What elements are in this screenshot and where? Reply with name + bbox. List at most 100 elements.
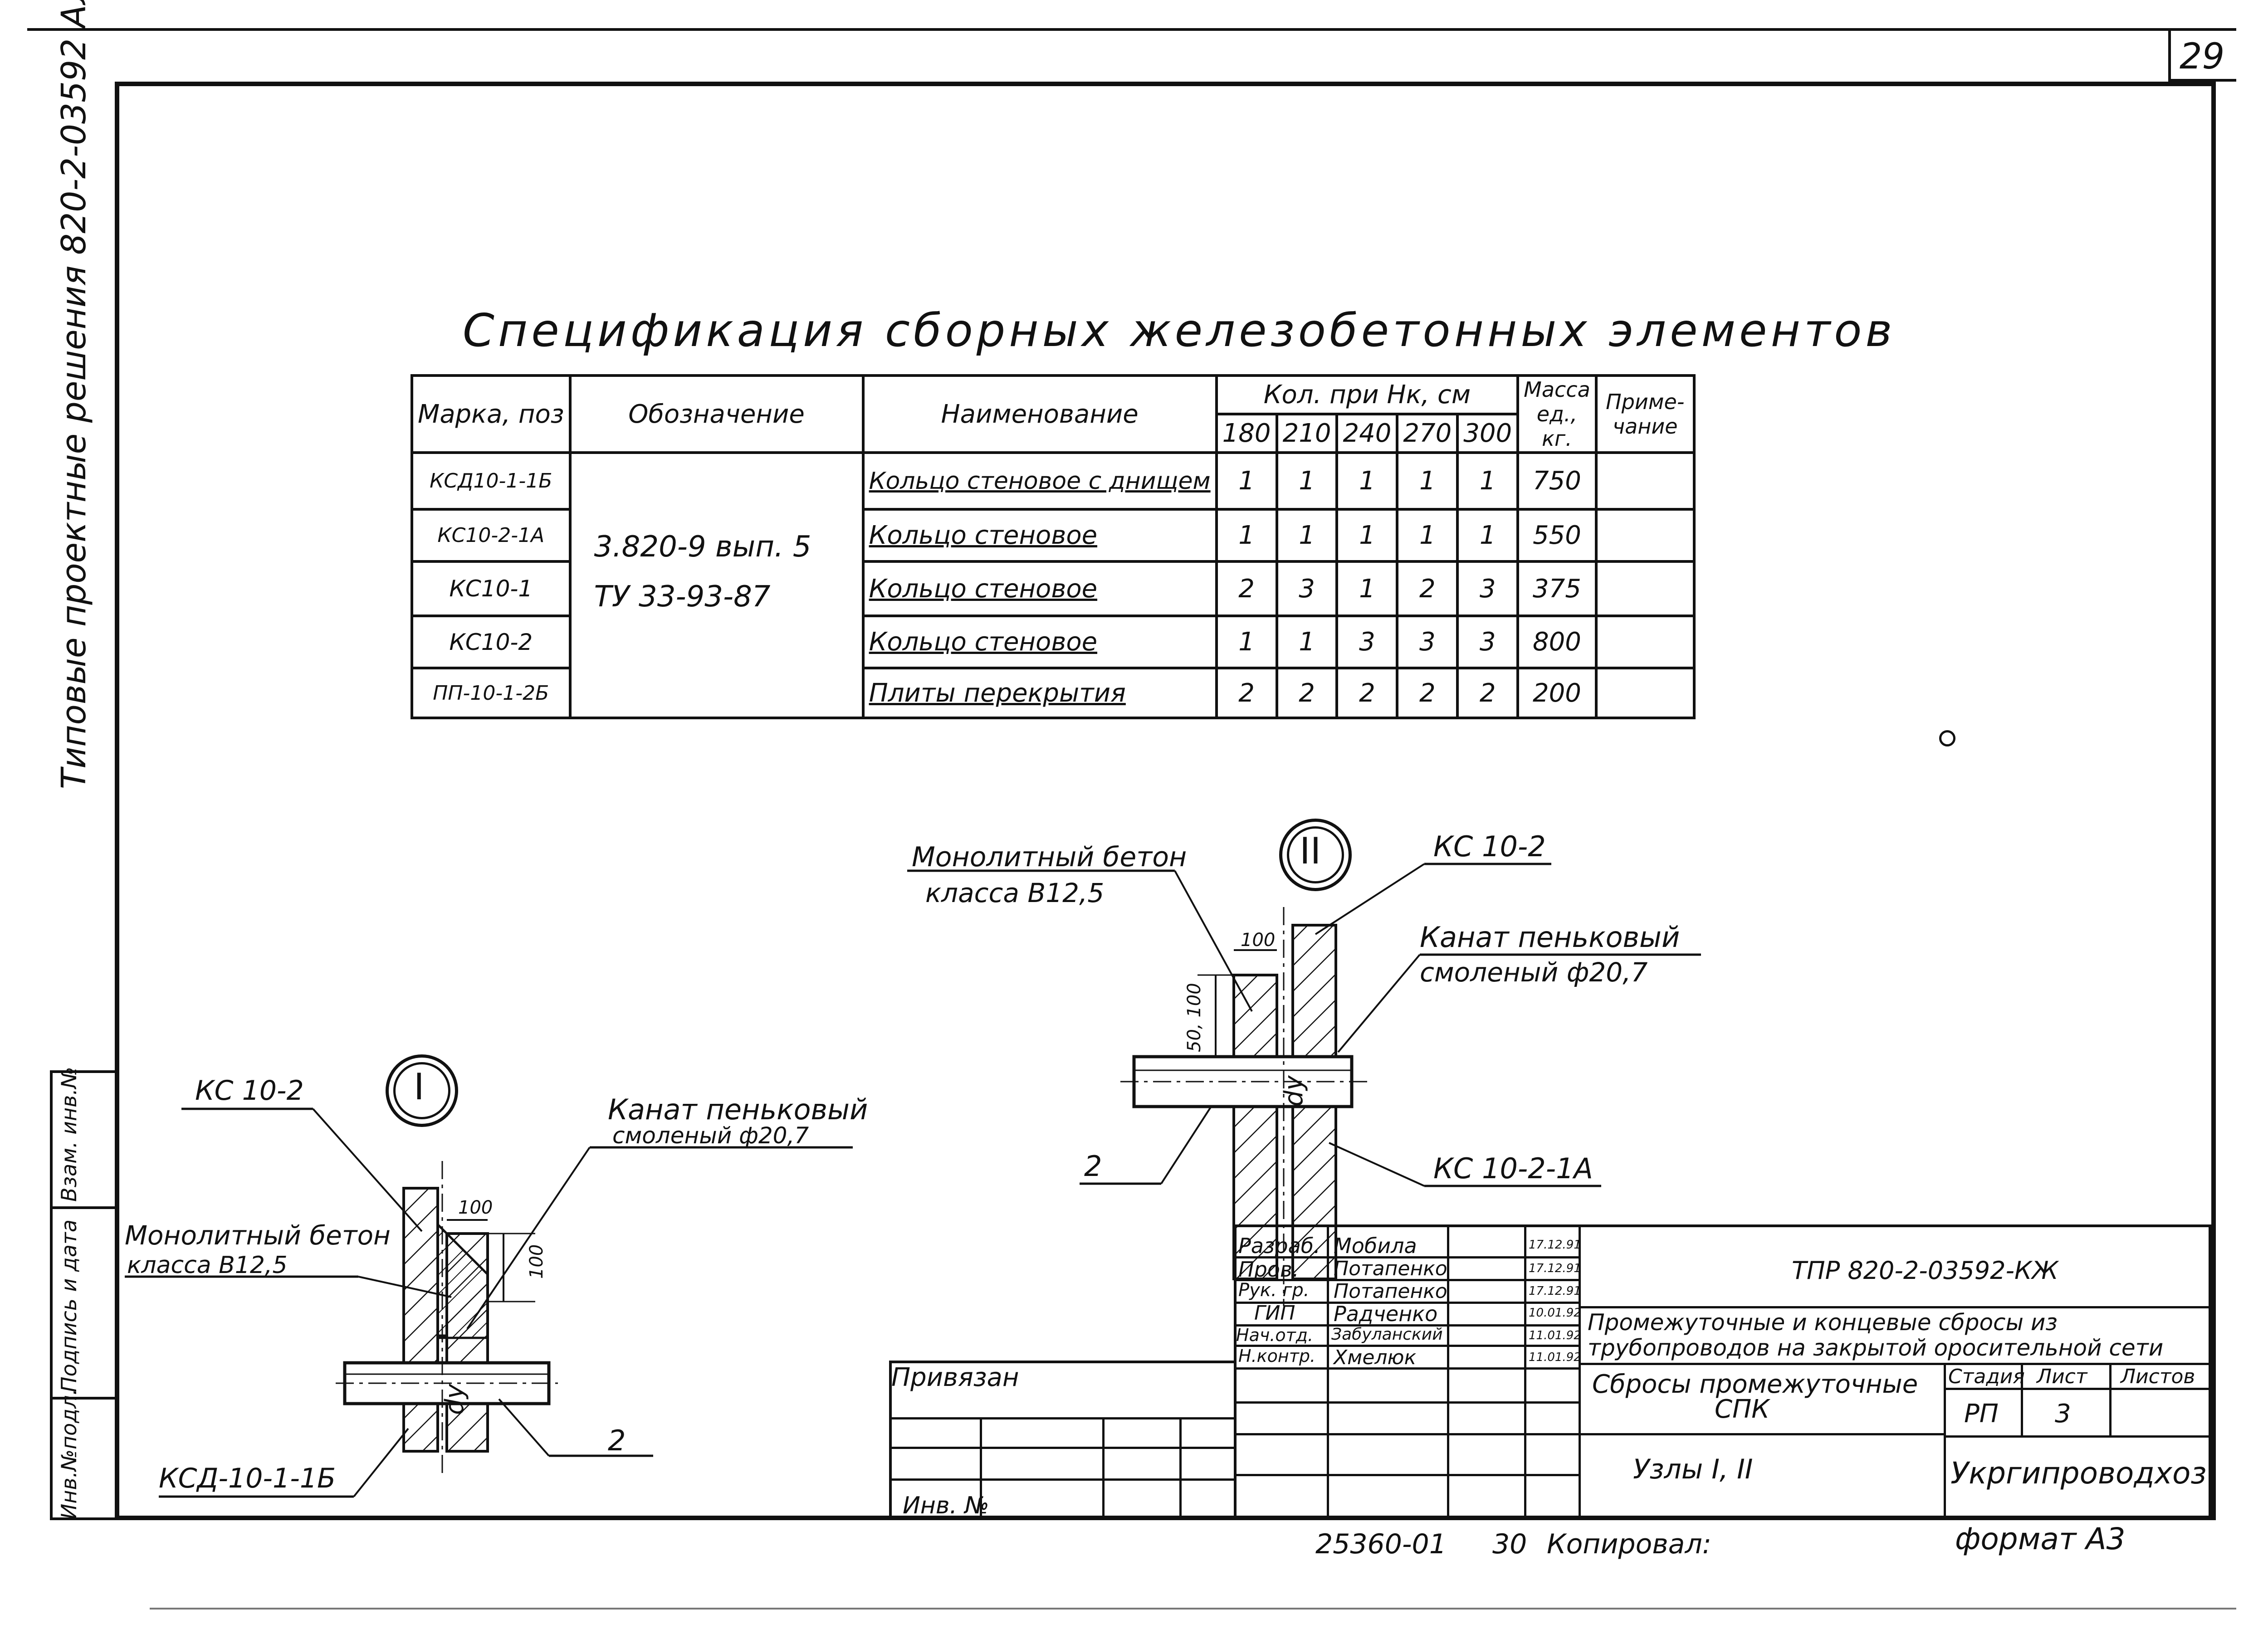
cell-name: Кольцо стеновое с днищем	[861, 451, 1218, 511]
tb-line	[980, 1417, 982, 1520]
cell-mark: КС10-2-1А	[411, 508, 572, 563]
cell-qty: 3	[1456, 560, 1520, 617]
tb-sheet-title1: Сбросы промежуточные	[1592, 1370, 1918, 1399]
node1-geometry	[125, 1107, 853, 1498]
cell-qty: 1	[1456, 451, 1520, 511]
bottom-rule	[150, 1608, 2236, 1610]
tb-line	[2021, 1363, 2023, 1435]
stamp-column	[50, 1070, 118, 1520]
cell-note	[1594, 451, 1696, 511]
tb-stage: РП	[1964, 1399, 1999, 1429]
page-number: 29	[2180, 36, 2225, 77]
cell-note	[1594, 508, 1696, 563]
node1-dy: dy	[440, 1384, 469, 1415]
tb-date: 17.12.91	[1529, 1262, 1581, 1275]
cell-note	[1594, 615, 1696, 669]
th-h210: 210	[1275, 413, 1339, 454]
th-h240: 240	[1335, 413, 1399, 454]
cell-designation: 3.820-9 вып. 5 ТУ 33-93-87	[568, 451, 865, 719]
spec-title: Спецификация сборных железобетонных элем…	[463, 304, 1896, 357]
node1-rope1: Канат пеньковый	[608, 1093, 868, 1126]
tb-role: ГИП	[1254, 1302, 1295, 1325]
tb-signer-name: Потапенко	[1334, 1280, 1447, 1303]
node1-concrete2: класса В12,5	[127, 1252, 288, 1279]
cell-qty: 1	[1275, 451, 1339, 511]
tb-date: 10.01.92	[1529, 1306, 1581, 1320]
tb-line	[1179, 1417, 1182, 1520]
cell-qty: 1	[1335, 560, 1399, 617]
cell-qty: 1	[1396, 451, 1459, 511]
node1-roman: I	[414, 1066, 425, 1108]
node2-kc-label: КС 10-2	[1433, 830, 1546, 863]
node2-concrete2: класса В12,5	[925, 878, 1105, 908]
spec-table: Марка, поз Обозначение Наименование Кол.…	[411, 374, 1696, 719]
tb-role: Н.контр.	[1238, 1346, 1316, 1366]
tb-line	[1234, 1433, 1579, 1435]
cell-mark: КСД10-1-1Б	[411, 451, 572, 511]
footer-copied: Копировал:	[1547, 1528, 1712, 1560]
tb-line	[1234, 1345, 1579, 1347]
node2-geometry	[907, 863, 1701, 1306]
tb-date: 11.01.92	[1529, 1329, 1581, 1342]
cell-name: Плиты перекрытия	[861, 667, 1218, 719]
cell-qty: 2	[1275, 667, 1339, 719]
node2-roman: II	[1300, 830, 1321, 872]
tb-org: Укргипроводхоз	[1950, 1456, 2207, 1491]
tb-line	[1234, 1367, 1579, 1370]
cell-qty: 3	[1335, 615, 1399, 669]
cell-qty: 2	[1456, 667, 1520, 719]
tb-signer-name: Хмелюк	[1334, 1346, 1417, 1369]
tb-col-stage: Стадия	[1948, 1365, 2025, 1388]
tb-line	[889, 1417, 1237, 1419]
cell-qty: 1	[1335, 508, 1399, 563]
node2-rope1: Канат пеньковый	[1420, 921, 1680, 954]
tb-line	[1234, 1474, 1579, 1476]
tb-line	[1447, 1224, 1449, 1520]
cell-qty: 3	[1396, 615, 1459, 669]
th-mass: Масса ед., кг.	[1516, 374, 1598, 454]
node2-concrete1: Монолитный бетон	[912, 841, 1187, 873]
node2-dim-h: 100	[1241, 930, 1276, 951]
th-designation: Обозначение	[568, 374, 865, 454]
stamp-cell-2	[53, 1209, 115, 1400]
tb-col-sheets: Листов	[2121, 1365, 2195, 1388]
tb-privyazan: Привязан	[891, 1363, 1019, 1392]
tb-line	[1944, 1388, 2211, 1390]
cell-name: Кольцо стеновое	[861, 508, 1218, 563]
tb-signer-name: Потапенко	[1334, 1257, 1447, 1280]
tb-line	[1944, 1435, 2211, 1438]
tb-line	[1102, 1417, 1105, 1520]
node2-kc-bottom: КС 10-2-1А	[1433, 1152, 1593, 1185]
node1-pipe-no: 2	[608, 1424, 626, 1457]
cell-qty: 1	[1275, 508, 1339, 563]
tb-role: Разраб.	[1238, 1234, 1320, 1258]
cell-qty: 3	[1275, 560, 1339, 617]
cell-mass: 375	[1516, 560, 1598, 617]
tb-doc-code: ТПР 820-2-03592-КЖ	[1792, 1256, 2058, 1285]
node2-dy: dy	[1279, 1075, 1309, 1107]
tb-col-sheet: Лист	[2037, 1365, 2087, 1388]
tb-signer-name: Радченко	[1334, 1302, 1438, 1326]
node1-dim-h: 100	[458, 1197, 493, 1218]
designation-line-1: 3.820-9 вып. 5	[594, 530, 811, 564]
tb-line	[1234, 1256, 1579, 1258]
tb-line	[1234, 1279, 1579, 1281]
tb-line	[1234, 1302, 1579, 1304]
node1-concrete1: Монолитный бетон	[125, 1220, 391, 1251]
node1-ksd: КСД-10-1-1Б	[159, 1463, 336, 1494]
tb-line	[1524, 1224, 1526, 1520]
cell-qty: 1	[1275, 615, 1339, 669]
cell-note	[1594, 560, 1696, 617]
tb-line	[1579, 1363, 2211, 1365]
th-name: Наименование	[861, 374, 1218, 454]
tb-line	[1234, 1324, 1579, 1327]
tb-role: Пров.	[1238, 1257, 1299, 1282]
tb-line	[1579, 1224, 1581, 1520]
node2-rope2: смоленый ф20,7	[1420, 957, 1648, 988]
node2-dim-v: 50, 100	[1184, 983, 1205, 1052]
node1-rope2: смоленый ф20,7	[612, 1122, 809, 1149]
cell-mass: 200	[1516, 667, 1598, 719]
tb-project-title: Промежуточные и концевые сбросы из трубо…	[1588, 1309, 2164, 1361]
cell-mass: 750	[1516, 451, 1598, 511]
cell-qty: 1	[1215, 615, 1278, 669]
